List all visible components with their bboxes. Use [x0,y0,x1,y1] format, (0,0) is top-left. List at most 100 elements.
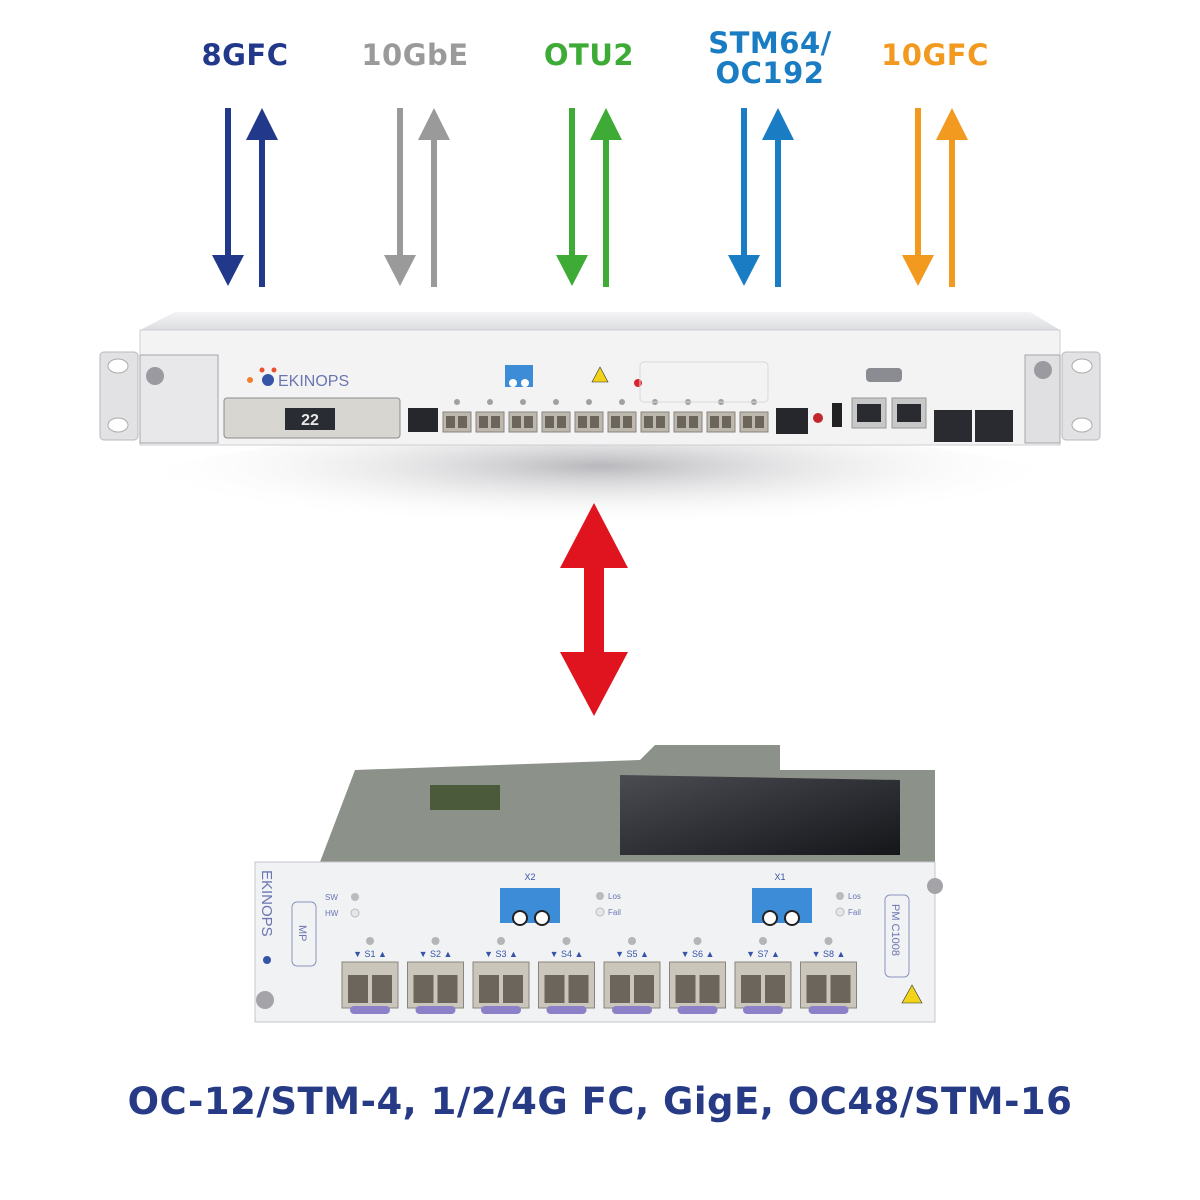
sfp-port-s6: ▼ S6 ▲ [669,937,726,1014]
sfp-bail [350,1006,390,1014]
port-led [520,399,526,405]
sfp-bail [415,1006,456,1014]
pm-c1008-card: EKINOPS MP PM C1008 SW HW X2 Los Fail X1… [254,745,943,1023]
up-arrow-shaft [775,135,781,287]
card-sfp-ports: ▼ S1 ▲▼ S2 ▲▼ S3 ▲▼ S4 ▲▼ S5 ▲▼ S6 ▲▼ S7… [341,937,857,1014]
port-label: ▼ S8 ▲ [812,949,846,959]
up-arrow-head [762,108,794,140]
heatsink [620,775,900,855]
port-led [553,399,559,405]
sfp-port-s8: ▼ S8 ▲ [800,937,857,1014]
chassis-shadow [130,430,1070,550]
uplink-label-x2: X2 [524,872,535,882]
sfp-bail [808,1006,849,1014]
chassis-client-ports [442,399,769,433]
card-model: PM C1008 [889,904,901,956]
sfp-port-s3: ▼ S3 ▲ [472,937,530,1014]
down-arrow-head [902,255,934,286]
up-arrow-shaft [259,135,265,287]
sfp-port-s7: ▼ S7 ▲ [734,937,792,1014]
port-label: ▼ S1 ▲ [353,949,387,959]
port-label: ▼ S7 ▲ [746,949,780,959]
chassis-brand: EKINOPS [278,373,349,390]
sfp-bail [743,1006,783,1014]
bidirectional-link-arrow [560,503,628,716]
port-led [497,937,505,945]
up-arrow-shaft [431,135,437,287]
protocol-arrow-pair [384,108,450,287]
port-led [487,399,493,405]
uplink-label-x1: X1 [774,872,785,882]
protocol-label-10gbe: 10GbE [361,38,469,72]
port-label: ▼ S3 ▲ [484,949,518,959]
port-led [824,937,833,945]
ekinops-logo: EKINOPS [247,367,349,390]
chassis-1u: EKINOPS 22 [99,312,1101,446]
down-arrow-head [728,255,760,286]
power-terminal-1 [934,410,972,442]
led-label-fail-x1: Fail [848,908,861,917]
sfp-cage-left [408,408,438,432]
up-arrow-head [418,108,450,140]
power-terminal-2 [975,410,1013,442]
sfp-bail [677,1006,718,1014]
down-arrow-shaft [915,108,921,260]
led-label-fail-x2: Fail [608,908,621,917]
supported-protocols-caption: OC-12/STM-4, 1/2/4G FC, GigE, OC48/STM-1… [127,1080,1073,1123]
led-label-sw: SW [325,893,338,902]
sfp-port-s5: ▼ S5 ▲ [603,937,661,1014]
serial-port [866,368,902,382]
protocol-arrow-pair [212,108,278,287]
port-led [693,937,702,945]
port-led [628,937,636,945]
card-slot-label: MP [296,925,308,942]
sfp-bail [612,1006,652,1014]
thumbscrew-left [256,991,274,1009]
up-arrow-shaft [603,135,609,287]
card-brand: EKINOPS [258,870,275,937]
protocol-arrow-pair [728,108,794,287]
rack-ear-right [1061,351,1101,441]
port-led [562,937,571,945]
down-arrow-shaft [397,108,403,260]
protocol-label-stm64: STM64/ OC192 [708,26,832,90]
down-arrow-head [384,255,416,286]
uplink-x2 [500,888,560,923]
usb-port [832,403,842,427]
protocol-label-8gfc: 8GFC [201,38,289,72]
down-arrow-shaft [225,108,231,260]
led-label-los-x2: Los [608,892,621,901]
port-led [619,399,625,405]
up-arrow-head [936,108,968,140]
alarm-led [634,379,642,387]
led-label-hw: HW [325,909,339,918]
sfp-port-s4: ▼ S4 ▲ [538,937,595,1014]
down-arrow-head [212,255,244,286]
protocol-arrows [212,108,968,287]
port-led [366,937,374,945]
laser-warning-icon [901,984,923,1004]
port-led [586,399,592,405]
port-led [431,937,440,945]
port-led [759,937,767,945]
sfp-port-s1: ▼ S1 ▲ [341,937,399,1014]
port-label: ▼ S5 ▲ [615,949,649,959]
protocol-arrow-pair [902,108,968,287]
rack-ear-left [99,351,139,441]
uplink-x1 [752,888,812,923]
display-readout: 22 [301,412,319,429]
led-label-los-x1: Los [848,892,861,901]
sfp-cage-right [776,408,808,434]
sfp-bail [481,1006,521,1014]
up-arrow-head [246,108,278,140]
port-label: ▼ S6 ▲ [681,949,715,959]
protocol-arrow-pair [556,108,622,287]
protocol-label-otu2: OTU2 [543,38,635,72]
up-arrow-shaft [949,135,955,287]
up-arrow-head [590,108,622,140]
thumbscrew-right [927,878,943,894]
down-arrow-shaft [569,108,575,260]
laser-warning-icon [591,366,609,383]
down-arrow-head [556,255,588,286]
